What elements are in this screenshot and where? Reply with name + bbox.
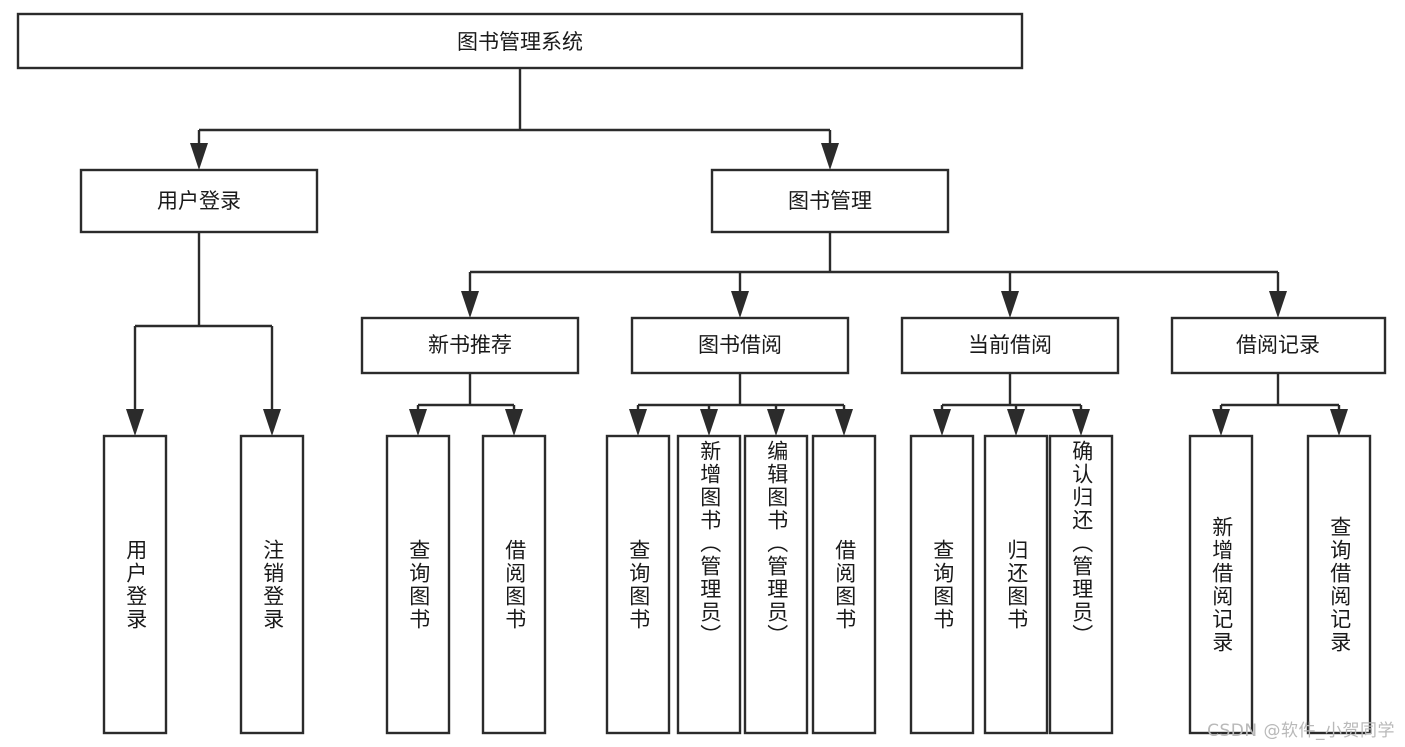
arrow-head-user-login — [190, 143, 208, 170]
node-new-book-recommend-label: 新书推荐 — [428, 333, 512, 357]
leaf-boxes-layer — [102, 434, 1372, 735]
leaf-borrow-book-2-box[interactable] — [811, 434, 877, 735]
arrow-head-leaf-add-book — [700, 409, 718, 436]
arrow-head-current-borrow — [1001, 291, 1019, 318]
node-borrow-record-label: 借阅记录 — [1236, 333, 1320, 357]
leaf-add-record-box[interactable] — [1188, 434, 1254, 735]
arrow-head-leaf-query-book-3 — [933, 409, 951, 436]
leaf-query-book-1-box[interactable] — [385, 434, 451, 735]
node-user-login[interactable]: 用户登录 — [79, 168, 319, 234]
node-current-borrow-label: 当前借阅 — [968, 333, 1052, 357]
node-book-borrow[interactable]: 图书借阅 — [630, 316, 850, 375]
leaf-query-book-2-box[interactable] — [605, 434, 671, 735]
node-borrow-record[interactable]: 借阅记录 — [1170, 316, 1387, 375]
arrow-head-leaf-return-book — [1007, 409, 1025, 436]
leaf-user-login-box[interactable] — [102, 434, 168, 735]
arrow-head-leaf-confirm-return — [1072, 409, 1090, 436]
watermark: CSDN @软件_小贺同学 — [1207, 721, 1395, 741]
node-book-borrow-label: 图书借阅 — [698, 333, 782, 357]
arrow-head-leaf-query-record — [1330, 409, 1348, 436]
arrow-head-leaf-add-record — [1212, 409, 1230, 436]
node-new-book-recommend-box[interactable] — [360, 316, 580, 375]
arrow-head-leaf-logout — [263, 409, 281, 436]
leaf-edit-book-box[interactable] — [743, 434, 809, 735]
arrow-head-leaf-query-book-1 — [409, 409, 427, 436]
leaf-query-record-box[interactable] — [1306, 434, 1372, 735]
node-book-manage-box[interactable] — [710, 168, 950, 234]
leaf-borrow-book-1-box[interactable] — [481, 434, 547, 735]
arrow-head-book-borrow — [731, 291, 749, 318]
leaf-logout-box[interactable] — [239, 434, 305, 735]
arrow-head-leaf-query-book-2 — [629, 409, 647, 436]
arrow-head-borrow-record — [1269, 291, 1287, 318]
arrow-head-leaf-borrow-book-2 — [835, 409, 853, 436]
node-user-login-label: 用户登录 — [157, 189, 241, 213]
leaf-confirm-return-box[interactable] — [1048, 434, 1114, 735]
node-root-label: 图书管理系统 — [457, 30, 583, 54]
node-book-manage[interactable]: 图书管理 — [710, 168, 950, 234]
node-book-manage-label: 图书管理 — [788, 189, 872, 213]
arrow-head-new-book-recommend — [461, 291, 479, 318]
leaf-return-book-box[interactable] — [983, 434, 1049, 735]
node-root[interactable]: 图书管理系统 — [16, 12, 1024, 70]
leaf-query-book-3-box[interactable] — [909, 434, 975, 735]
node-book-borrow-box[interactable] — [630, 316, 850, 375]
arrow-head-leaf-borrow-book-1 — [505, 409, 523, 436]
leaf-add-book-box[interactable] — [676, 434, 742, 735]
node-current-borrow-box[interactable] — [900, 316, 1120, 375]
node-current-borrow[interactable]: 当前借阅 — [900, 316, 1120, 375]
arrow-head-book-manage — [821, 143, 839, 170]
node-new-book-recommend[interactable]: 新书推荐 — [360, 316, 580, 375]
node-borrow-record-box[interactable] — [1170, 316, 1387, 375]
arrow-head-leaf-edit-book — [767, 409, 785, 436]
connector-layer — [126, 68, 1348, 436]
node-user-login-box[interactable] — [79, 168, 319, 234]
arrow-head-leaf-user-login — [126, 409, 144, 436]
node-root-box[interactable] — [16, 12, 1024, 70]
